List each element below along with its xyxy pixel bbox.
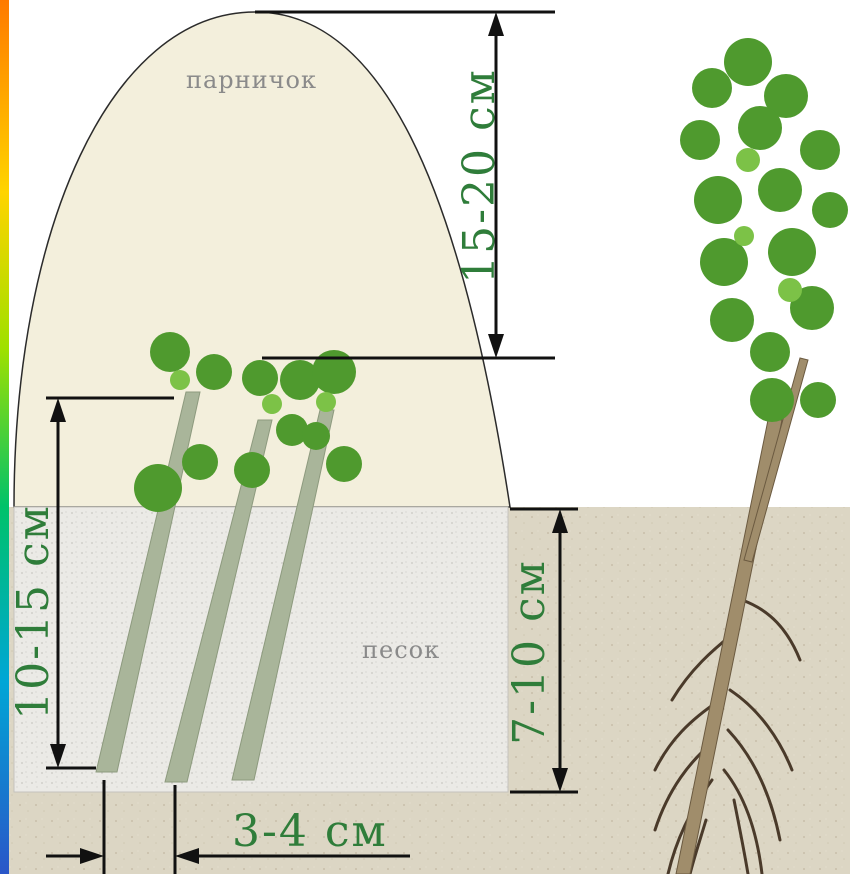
spacing-label: 3-4 см: [232, 810, 388, 854]
dome-height-label: 15-20 см: [458, 68, 502, 284]
greenhouse-label: парничок: [186, 66, 317, 94]
planting-depth-label: 7-10 см: [508, 559, 552, 745]
cutting-height-label: 10-15 см: [12, 504, 56, 720]
rainbow-border: [0, 0, 9, 874]
plant-foliage: [680, 38, 848, 422]
sand-label: песок: [362, 636, 440, 664]
